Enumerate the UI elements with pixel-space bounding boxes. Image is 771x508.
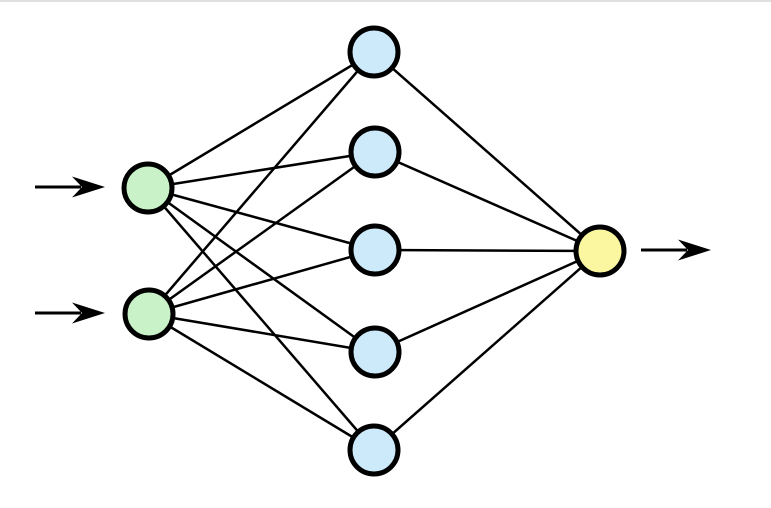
- edge-input-2-hidden-5: [148, 312, 375, 452]
- edge-hidden-3-output-1: [374, 248, 601, 253]
- output-arrow-head: [678, 239, 711, 261]
- edge-input-2-hidden-3: [148, 248, 376, 316]
- edge-input-1-hidden-5: [147, 187, 375, 451]
- edge-input-1-hidden-4: [147, 186, 376, 354]
- edge-input-2-hidden-1: [148, 51, 375, 315]
- output-node-1: [573, 224, 627, 278]
- hidden-node-4: [348, 325, 402, 379]
- input-node-1: [121, 161, 175, 215]
- hidden-node-3: [348, 223, 402, 277]
- edge-input-1-hidden-1: [147, 50, 375, 190]
- edge-input-1-hidden-3: [147, 186, 376, 252]
- edge-input-2-hidden-2: [148, 150, 376, 316]
- edge-input-1-hidden-2: [147, 150, 376, 190]
- hidden-node-2: [348, 125, 402, 179]
- input-node-2: [122, 287, 176, 341]
- hidden-node-5: [347, 423, 401, 477]
- edge-hidden-5-output-1: [373, 250, 601, 451]
- window-top-edge: [0, 0, 771, 2]
- input-arrow-1-head: [72, 176, 105, 198]
- edge-hidden-1-output-1: [373, 51, 601, 252]
- edge-hidden-2-output-1: [374, 150, 601, 253]
- edge-hidden-4-output-1: [374, 249, 601, 354]
- hidden-node-1: [347, 25, 401, 79]
- input-arrow-2-head: [72, 302, 105, 324]
- edge-input-2-hidden-4: [148, 312, 376, 354]
